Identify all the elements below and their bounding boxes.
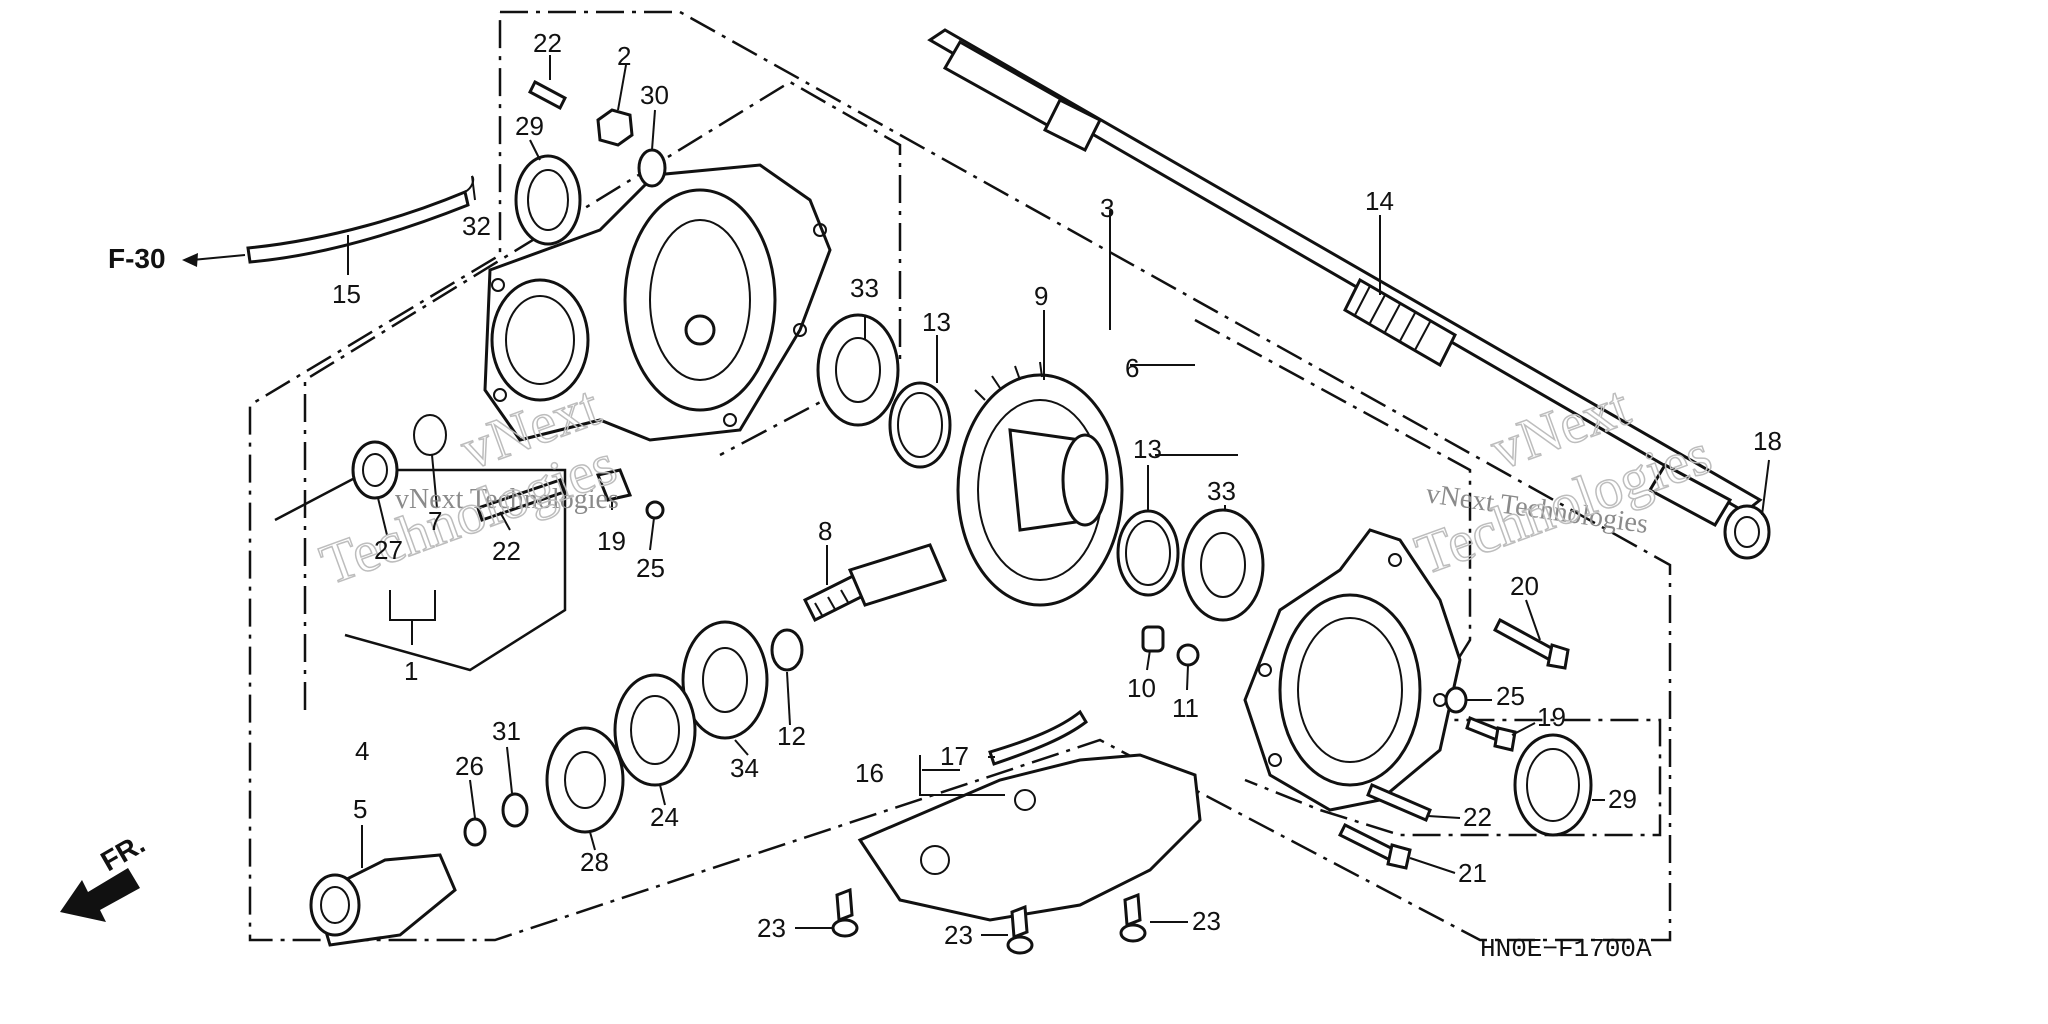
- washer-25-left: [645, 500, 665, 520]
- callout-19: 19: [597, 526, 626, 556]
- o-ring-30: [637, 148, 667, 188]
- callout-25: 25: [636, 553, 665, 583]
- bolt-19-left: [595, 468, 633, 502]
- washer-11: [1176, 643, 1200, 667]
- bearing-33-right: [1181, 508, 1265, 622]
- oil-seal-18: [1723, 504, 1771, 560]
- joint-collar: [309, 853, 457, 947]
- callout-18: 18: [1753, 426, 1782, 456]
- callout-2: 2: [617, 41, 631, 71]
- pinion-gear: [802, 543, 948, 623]
- cross-reference-label: F-30: [108, 243, 166, 274]
- callout-21: 21: [1458, 858, 1487, 888]
- shim-13-left: [888, 381, 952, 469]
- stud-bolt-mid: [476, 478, 566, 522]
- callout-3: 3: [1100, 193, 1114, 223]
- ring-gear: [956, 361, 1124, 607]
- bearing-33-left: [816, 313, 900, 427]
- callout-1: 1: [404, 656, 418, 686]
- callout-22: 22: [492, 536, 521, 566]
- callout-8: 8: [818, 516, 832, 546]
- o-ring-26: [463, 817, 487, 847]
- diagram-code: HN0E−F1700A: [1480, 934, 1652, 964]
- callout-25: 25: [1496, 681, 1525, 711]
- callout-33: 33: [1207, 476, 1236, 506]
- callout-6: 6: [1125, 353, 1139, 383]
- callout-14: 14: [1365, 186, 1394, 216]
- bolt-23-right: [1119, 892, 1147, 943]
- callout-27: 27: [374, 535, 403, 565]
- bolt-19-right: [1465, 715, 1517, 752]
- bearing-24: [613, 673, 697, 787]
- bolt-23-mid: [1006, 904, 1034, 955]
- circlip-7: [413, 414, 447, 456]
- callout-24: 24: [650, 802, 679, 832]
- callout-12: 12: [777, 721, 806, 751]
- bolt-21: [1337, 822, 1412, 870]
- callout-10: 10: [1127, 673, 1156, 703]
- hose-17: [988, 709, 1088, 766]
- callout-31: 31: [492, 716, 521, 746]
- arrow-icon: [182, 253, 246, 267]
- callout-23: 23: [944, 920, 973, 950]
- shim-12: [770, 628, 804, 672]
- callout-34: 34: [730, 753, 759, 783]
- lock-nut-28: [545, 726, 625, 834]
- oil-seal-upper: [514, 154, 582, 246]
- skid-plate: [857, 753, 1202, 922]
- bearing-34: [681, 620, 769, 740]
- callout-15: 15: [332, 279, 361, 309]
- callout-labels: 22 2 30 29 32 F-30 15 3 14 9 33 13 6 13 …: [96, 28, 1782, 964]
- breather-hose: [246, 175, 475, 264]
- callout-4: 4: [355, 736, 369, 766]
- collar-27: [351, 440, 399, 500]
- callout-16: 16: [855, 758, 884, 788]
- callout-28: 28: [580, 847, 609, 877]
- callout-11: 11: [1172, 693, 1199, 723]
- assembly-outline-3: [248, 10, 1672, 942]
- bolt-20: [1493, 617, 1570, 670]
- callout-19: 19: [1537, 702, 1566, 732]
- callout-13: 13: [922, 307, 951, 337]
- assembly-outline-6: [1194, 318, 1662, 837]
- front-direction-arrow-icon: [60, 868, 140, 922]
- leader-lines: [347, 55, 1770, 936]
- callout-30: 30: [640, 80, 669, 110]
- knock-pin-10: [1141, 625, 1165, 653]
- callout-22: 22: [533, 28, 562, 58]
- bolt-23-left: [831, 887, 859, 938]
- oil-seal-right: [1513, 733, 1593, 837]
- callout-20: 20: [1510, 571, 1539, 601]
- callout-33: 33: [850, 273, 879, 303]
- callout-7: 7: [428, 506, 442, 536]
- watermark-text-left: vNext Technologies: [395, 484, 619, 515]
- axle-shaft: [927, 28, 1763, 527]
- gear-case-housing: [483, 163, 832, 442]
- callout-23: 23: [757, 913, 786, 943]
- callout-9: 9: [1034, 281, 1048, 311]
- callout-23: 23: [1192, 906, 1221, 936]
- callout-32: 32: [462, 211, 491, 241]
- callout-26: 26: [455, 751, 484, 781]
- stud-bolt-upper: [528, 79, 567, 111]
- drain-plug: [596, 108, 634, 147]
- callout-5: 5: [353, 794, 367, 824]
- callout-13: 13: [1133, 434, 1162, 464]
- callout-17: 17: [940, 741, 969, 771]
- o-ring-31: [501, 792, 529, 828]
- callout-29: 29: [1608, 784, 1637, 814]
- gear-case-cover: [1243, 528, 1462, 812]
- shim-13-right: [1116, 509, 1180, 597]
- callout-29: 29: [515, 111, 544, 141]
- stud-bolt-right: [1366, 783, 1432, 822]
- washer-25-right: [1444, 686, 1468, 714]
- direction-label: FR.: [96, 828, 151, 877]
- callout-22: 22: [1463, 802, 1492, 832]
